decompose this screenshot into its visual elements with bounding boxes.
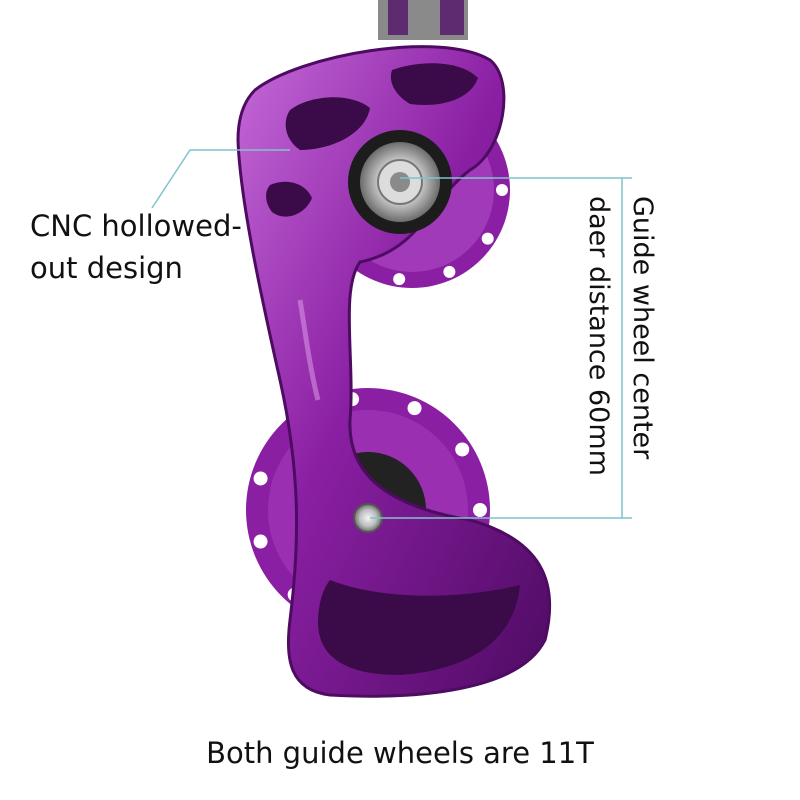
distance-label-line-2: daer distance 60mm	[583, 196, 614, 476]
cage-body	[236, 45, 552, 698]
cnc-label-line-1: CNC hollowed-	[30, 209, 242, 243]
cnc-hollowed-out-label: CNC hollowed- out design	[30, 205, 250, 289]
pulley-tooth-hole	[253, 534, 268, 549]
bottom-caption: Both guide wheels are 11T	[206, 736, 594, 770]
cnc-label-line-2: out design	[30, 251, 183, 285]
hollow-cutout	[318, 580, 520, 675]
upper-bolt	[348, 130, 452, 234]
cnc-callout-line	[151, 149, 290, 209]
pulley-tooth-hole	[443, 265, 456, 278]
mounting-bracket	[378, 0, 468, 40]
guide-wheel-distance-label: Guide wheel center daer distance 60mm	[580, 196, 670, 496]
pulley-tooth-hole	[407, 401, 422, 416]
hollow-cutout	[266, 181, 312, 217]
pulley-tooth-hole	[393, 273, 406, 286]
distance-label-line-1: Guide wheel center	[627, 196, 658, 460]
pulley-tooth-hole	[253, 471, 268, 486]
pulley-tooth-hole	[473, 503, 487, 517]
callout-lines	[151, 149, 632, 519]
hollow-cutout	[285, 97, 370, 150]
pulley-tooth-hole	[496, 184, 508, 196]
hollow-cutout	[390, 63, 478, 105]
pulley-tooth-hole	[455, 442, 470, 457]
pulley-tooth-hole	[481, 232, 494, 245]
